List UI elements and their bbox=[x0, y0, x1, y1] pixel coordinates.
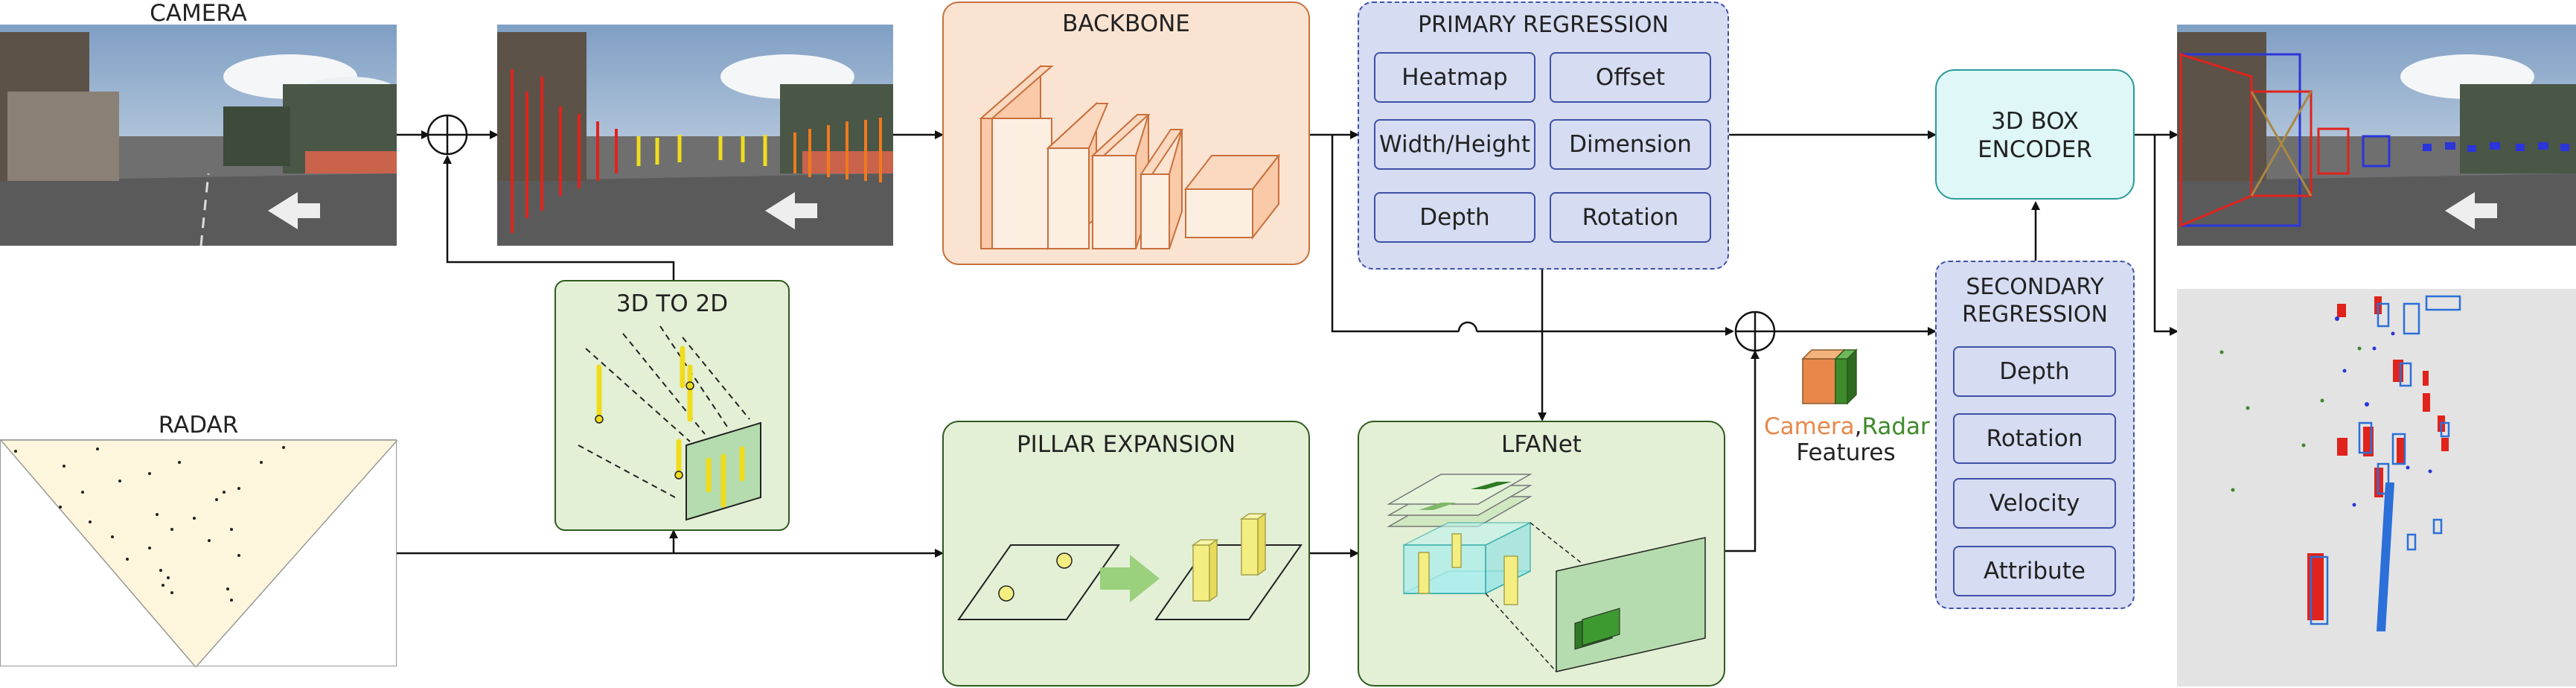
output-bev-image bbox=[2177, 289, 2576, 687]
features-caption-line1: Camera,Radar bbox=[1764, 413, 1930, 440]
sum-node-features bbox=[1734, 310, 1776, 352]
wire-encoder-to-bev bbox=[2153, 135, 2179, 336]
backbone-layers-icon bbox=[979, 64, 1281, 250]
backbone-block: BACKBONE bbox=[942, 1, 1310, 265]
radar-projected-image bbox=[497, 25, 893, 246]
radar-label: RADAR bbox=[158, 412, 239, 439]
wire-backbone-to-sum2-a bbox=[1331, 135, 1459, 333]
box-encoder-title-line2: ENCODER bbox=[1978, 136, 2092, 163]
primary-item-dimension: Dimension bbox=[1550, 119, 1711, 170]
wire-hop bbox=[1457, 321, 1478, 332]
projection-title: 3D TO 2D bbox=[616, 290, 729, 317]
camera-label: CAMERA bbox=[150, 0, 247, 27]
features-separator: , bbox=[1854, 413, 1862, 440]
wire-projection-to-sum bbox=[443, 155, 675, 280]
lfanet-icon bbox=[1387, 474, 1706, 672]
secondary-regression-title-line2: REGRESSION bbox=[1962, 302, 2108, 328]
projection-icon bbox=[578, 325, 761, 521]
primary-item-offset: Offset bbox=[1550, 52, 1711, 103]
secondary-item-rotation: Rotation bbox=[1953, 413, 2116, 464]
radar-image bbox=[0, 439, 397, 667]
lfanet-title: LFANet bbox=[1501, 431, 1582, 458]
output-detection-image bbox=[2177, 25, 2576, 246]
primary-item-width-height: Width/Height bbox=[1374, 119, 1535, 170]
backbone-title: BACKBONE bbox=[1062, 10, 1190, 37]
secondary-regression-title-line1: SECONDARY bbox=[1966, 274, 2104, 300]
features-caption-line2: Features bbox=[1796, 439, 1896, 466]
primary-item-rotation: Rotation bbox=[1550, 192, 1711, 243]
primary-item-heatmap: Heatmap bbox=[1374, 52, 1535, 103]
primary-item-depth: Depth bbox=[1374, 192, 1535, 243]
pillar-expansion-icon bbox=[957, 512, 1303, 620]
camera-radar-features-icon bbox=[1801, 348, 1858, 405]
sum-node-camera bbox=[426, 114, 468, 156]
secondary-item-depth: Depth bbox=[1953, 346, 2116, 397]
pillar-expansion-title: PILLAR EXPANSION bbox=[1016, 431, 1236, 458]
lfanet-block: LFANet bbox=[1358, 421, 1725, 687]
pillar-expansion-block: PILLAR EXPANSION bbox=[942, 421, 1310, 687]
projection-3d-to-2d-block: 3D TO 2D bbox=[554, 280, 790, 531]
box-encoder-title-line1: 3D BOX bbox=[1991, 108, 2079, 135]
primary-regression-title: PRIMARY REGRESSION bbox=[1418, 12, 1669, 38]
features-camera-word: Camera bbox=[1764, 413, 1855, 440]
wire-lfanet-to-sum2 bbox=[1725, 350, 1760, 552]
secondary-item-velocity: Velocity bbox=[1953, 478, 2116, 529]
box-encoder-block: 3D BOX ENCODER bbox=[1935, 69, 2135, 200]
camera-image bbox=[0, 25, 397, 246]
secondary-item-attribute: Attribute bbox=[1953, 546, 2116, 596]
features-radar-word: Radar bbox=[1861, 413, 1930, 440]
